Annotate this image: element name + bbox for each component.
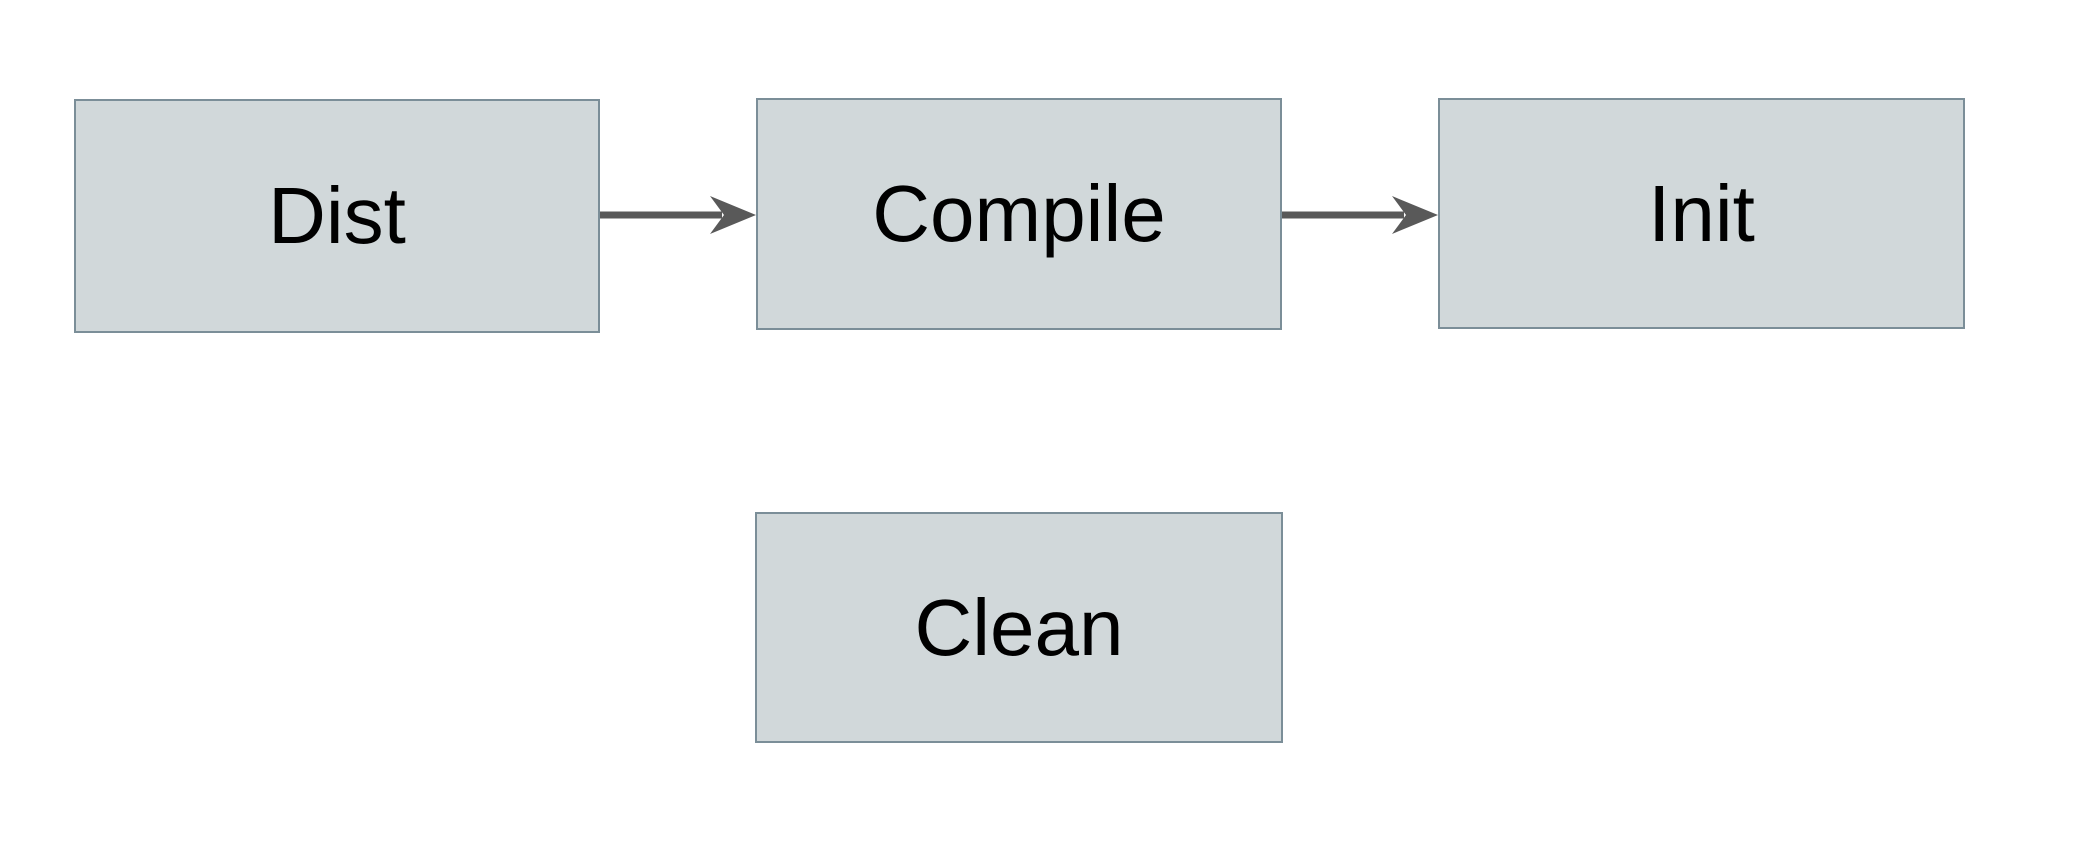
node-clean: Clean bbox=[755, 512, 1283, 743]
node-clean-label: Clean bbox=[914, 582, 1124, 672]
node-compile: Compile bbox=[756, 98, 1282, 330]
arrow-compile-to-init bbox=[1282, 196, 1438, 234]
node-dist-label: Dist bbox=[268, 171, 406, 260]
node-dist: Dist bbox=[74, 99, 600, 333]
node-init-label: Init bbox=[1648, 168, 1755, 258]
arrow-dist-to-compile bbox=[600, 196, 756, 234]
node-compile-label: Compile bbox=[872, 169, 1166, 258]
node-init: Init bbox=[1438, 98, 1965, 329]
